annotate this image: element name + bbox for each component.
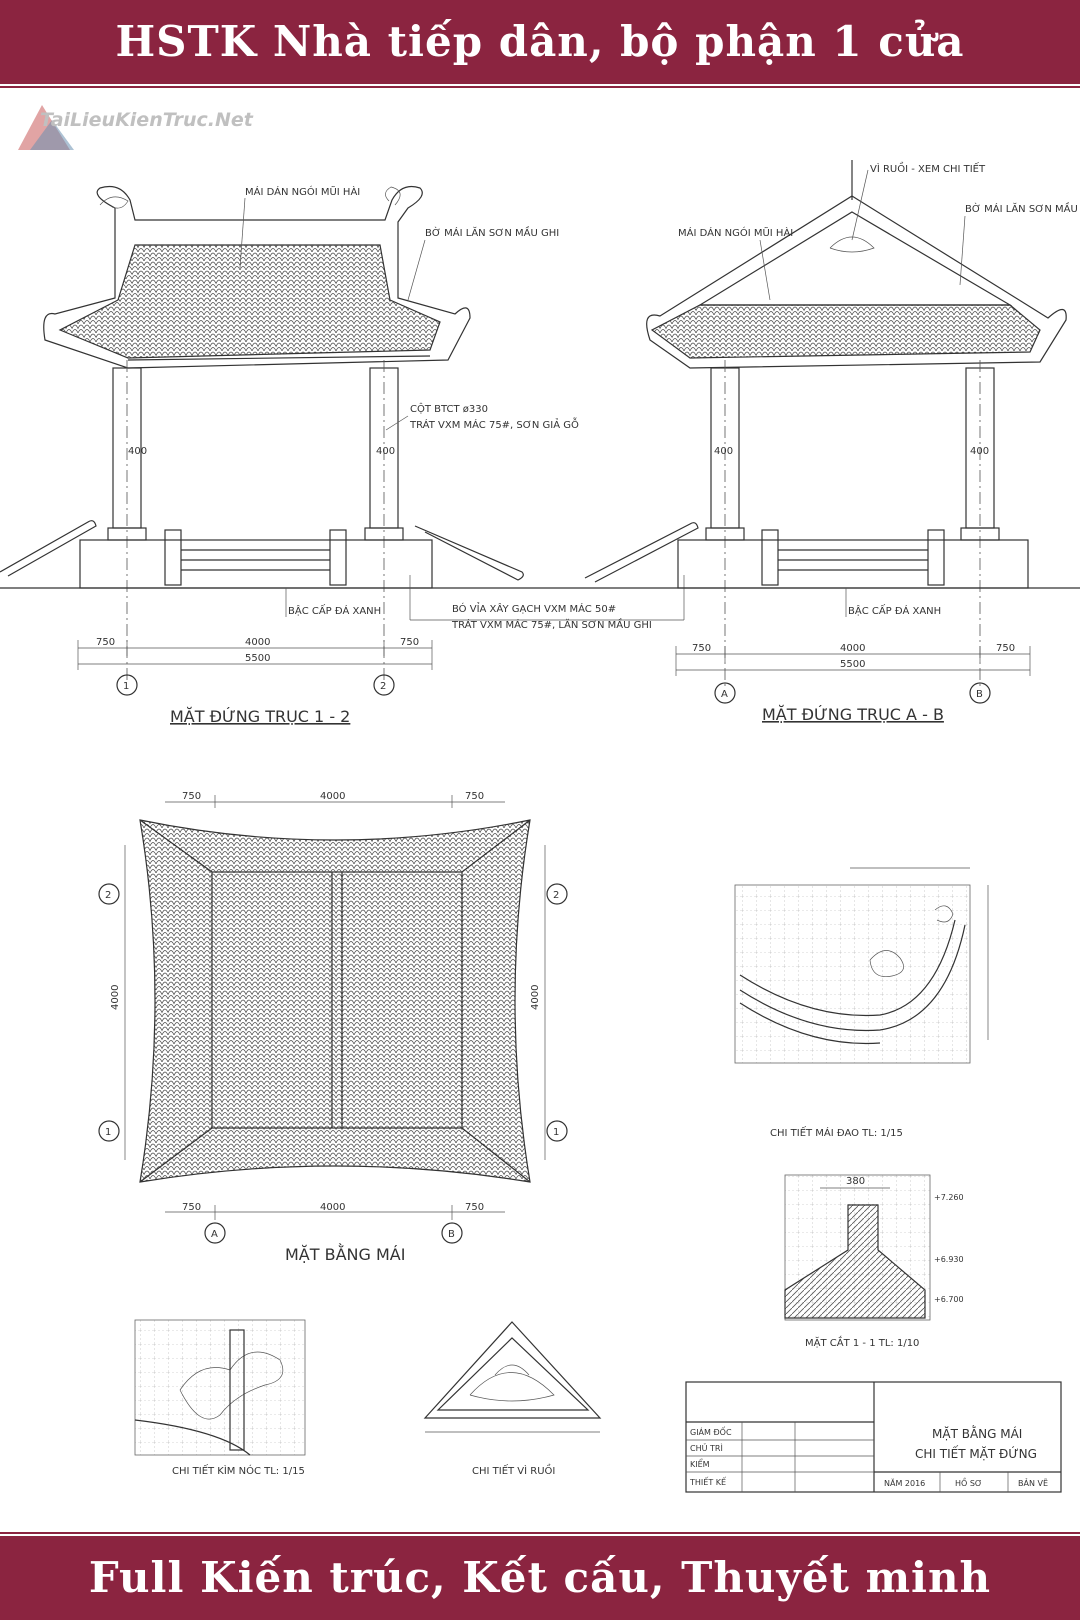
role-director: GIÁM ĐỐC	[690, 1425, 732, 1437]
title-block: GIÁM ĐỐC CHỦ TRÌ KIỂM THIẾT KẾ MẶT BẰNG …	[685, 1381, 1062, 1493]
eave-grid	[734, 884, 971, 1064]
column-width-left: 400	[128, 446, 147, 457]
plan-dim-bottom-right: 750	[465, 1202, 484, 1213]
plan-axis-1-left: 1	[105, 1127, 111, 1138]
label-steps-ab: BẬC CẤP ĐÁ XANH	[848, 603, 941, 617]
label-column-2: TRÁT VXM MÁC 75#, SƠN GIẢ GỖ	[409, 416, 579, 431]
axis-label-b: B	[976, 689, 983, 700]
roof-outline	[43, 185, 471, 369]
gable-detail-title: CHI TIẾT VÌ RUỒI	[472, 1463, 555, 1477]
axis-label-2: 2	[380, 681, 386, 692]
detail-ridge: CHI TIẾT KÌM NÓC TL: 1/15	[134, 1319, 306, 1477]
plan-dim-right-mid: 4000	[530, 985, 541, 1010]
elevation-axis-a-b: VÌ RUỒI - XEM CHI TIẾT MÁI DÁN NGÓI MŨI …	[584, 160, 1080, 724]
drawing-sheet: TaiLieuKienTruc.Net MÁI DÁN NGÓI MŨI HÀI…	[0, 105, 1080, 1493]
ridge-grid	[134, 1319, 306, 1456]
sheet-number: BẢN VẼ	[1018, 1477, 1048, 1488]
dim-left: 750	[96, 637, 115, 648]
plan-dim-bottom-mid: 4000	[320, 1202, 345, 1213]
dim-right: 750	[400, 637, 419, 648]
eave-scroll-ornament	[869, 905, 954, 977]
section-dim: 380	[846, 1176, 865, 1187]
section-level-1: +7.260	[934, 1193, 964, 1202]
page-title: HSTK Nhà tiếp dân, bộ phận 1 cửa	[115, 17, 965, 66]
label-gable-roof: MÁI DÁN NGÓI MŨI HÀI	[678, 226, 793, 239]
section-profile	[784, 1204, 926, 1319]
plan-axis-2-right: 2	[553, 890, 559, 901]
plan-dim-bottom-left: 750	[182, 1202, 201, 1213]
label-curb-2: TRÁT VXM MÁC 75#, LĂN SƠN MẦU GHI	[451, 617, 652, 631]
section-level-2: +6.930	[934, 1255, 964, 1264]
roof-plan-title: MẶT BẰNG MÁI	[285, 1243, 405, 1264]
label-gable-detail: VÌ RUỒI - XEM CHI TIẾT	[870, 161, 986, 175]
handrail-left	[0, 520, 97, 577]
axis-label-a: A	[721, 689, 728, 700]
plan-axis-1-right: 1	[553, 1127, 559, 1138]
plan-dim-left-mid: 4000	[110, 985, 121, 1010]
handrail-right	[414, 525, 524, 581]
column-width-a: 400	[714, 446, 733, 457]
ridge-ornament	[99, 186, 401, 209]
section-level-3: +6.700	[934, 1295, 964, 1304]
elevation-ab-title: MẶT ĐỨNG TRỤC A - B	[762, 705, 944, 724]
roof-tiles	[58, 244, 441, 359]
section-detail-title: MẶT CẮT 1 - 1 TL: 1/10	[805, 1335, 919, 1349]
roof-plan-ridge	[211, 871, 463, 1129]
sheet-title-1: MẶT BẰNG MÁI	[932, 1425, 1022, 1441]
roof-plan: 750 4000 750 750 4000 750 4000 4000 A B …	[98, 791, 568, 1264]
label-column-1: CỘT BTCT ø330	[410, 402, 488, 415]
role-design: THIẾT KẾ	[689, 1476, 727, 1487]
label-steps: BẬC CẤP ĐÁ XANH	[288, 603, 381, 617]
dim-middle: 4000	[245, 637, 270, 648]
elevation-axis-1-2: MÁI DÁN NGÓI MŨI HÀI BỜ MÁI LĂN SƠN MẦU …	[0, 185, 1080, 726]
sheet-file: HỒ SƠ	[955, 1476, 982, 1488]
watermark: TaiLieuKienTruc.Net	[18, 105, 254, 150]
ridge-detail-title: CHI TIẾT KÌM NÓC TL: 1/15	[172, 1463, 305, 1477]
role-lead: CHỦ TRÌ	[690, 1442, 723, 1453]
label-gable-ridge: BỜ MÁI LĂN SƠN MẦU GHI	[965, 201, 1080, 215]
detail-section: 380 +7.260 +6.930 +6.700 MẶT CẮT 1 - 1 T…	[784, 1174, 964, 1349]
dim-left-ab: 750	[692, 643, 711, 654]
gable-ornament	[829, 236, 875, 253]
header-banner: HSTK Nhà tiếp dân, bộ phận 1 cửa	[0, 0, 1080, 84]
watermark-text: TaiLieuKienTruc.Net	[40, 109, 254, 131]
gable-fretwork	[469, 1364, 555, 1402]
footer-text: Full Kiến trúc, Kết cấu, Thuyết minh	[88, 1553, 992, 1602]
dim-right-ab: 750	[996, 643, 1015, 654]
plan-axis-a: A	[211, 1229, 218, 1240]
eave-detail-title: CHI TIẾT MÁI ĐAO TL: 1/15	[770, 1125, 903, 1139]
detail-gable: CHI TIẾT VÌ RUỒI	[423, 1321, 602, 1477]
label-roof-tiles: MÁI DÁN NGÓI MŨI HÀI	[245, 185, 360, 198]
axis-label-1: 1	[123, 681, 129, 692]
elevation-12-title: MẶT ĐỨNG TRỤC 1 - 2	[170, 707, 350, 726]
plan-axis-2-left: 2	[105, 890, 111, 901]
column-width-right: 400	[376, 446, 395, 457]
gable-roof-tiles	[650, 304, 1041, 359]
detail-eave: CHI TIẾT MÁI ĐAO TL: 1/15	[734, 867, 989, 1139]
plan-dim-top-left: 750	[182, 791, 201, 802]
platform	[79, 539, 433, 589]
plan-dim-top-right: 750	[465, 791, 484, 802]
sheet-title-2: CHI TIẾT MẶT ĐỨNG	[915, 1445, 1037, 1461]
gable-triangle	[423, 1321, 602, 1419]
plan-dim-top-mid: 4000	[320, 791, 345, 802]
ridge-scroll	[179, 1351, 284, 1420]
dim-total: 5500	[245, 653, 270, 664]
column-width-b: 400	[970, 446, 989, 457]
label-ridge-paint: BỜ MÁI LĂN SƠN MẦU GHI	[425, 225, 559, 239]
gable-roof-outline	[646, 195, 1067, 369]
eave-curve	[739, 919, 956, 1017]
label-curb-1: BÓ VỈA XÂY GẠCH VXM MÁC 50#	[452, 601, 616, 615]
dim-total-ab: 5500	[840, 659, 865, 670]
plan-axis-b: B	[448, 1229, 455, 1240]
footer-banner: Full Kiến trúc, Kết cấu, Thuyết minh	[0, 1536, 1080, 1620]
dim-middle-ab: 4000	[840, 643, 865, 654]
role-check: KIỂM	[690, 1457, 710, 1469]
footer-rule	[0, 1532, 1080, 1534]
sheet-year: NĂM 2016	[884, 1477, 925, 1488]
header-rule	[0, 86, 1080, 88]
